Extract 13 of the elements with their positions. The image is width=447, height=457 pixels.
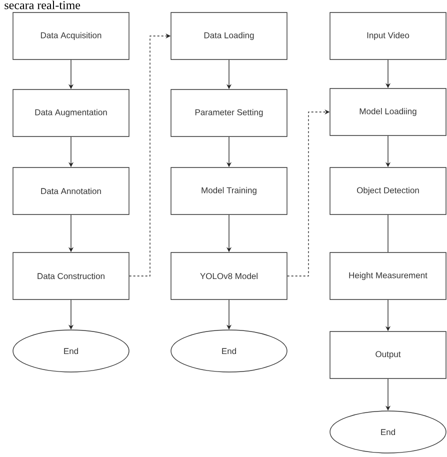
process-box: Data Loading	[170, 12, 288, 60]
process-box: Data Construction	[12, 252, 130, 300]
process-box: Model Training	[170, 167, 288, 215]
process-box: Output	[330, 331, 446, 379]
process-box: YOLOv8 Model	[170, 252, 288, 300]
process-box: Height Measurement	[330, 252, 446, 300]
process-box: Parameter Setting	[170, 89, 288, 137]
process-box: Object Detection	[330, 167, 446, 215]
process-box: Data Annotation	[12, 167, 130, 215]
process-box: Model Loadiing	[330, 88, 446, 136]
process-box: Input Video	[330, 12, 446, 60]
process-box: Data Acquisition	[12, 12, 130, 60]
process-box: Data Augmentation	[12, 89, 130, 137]
